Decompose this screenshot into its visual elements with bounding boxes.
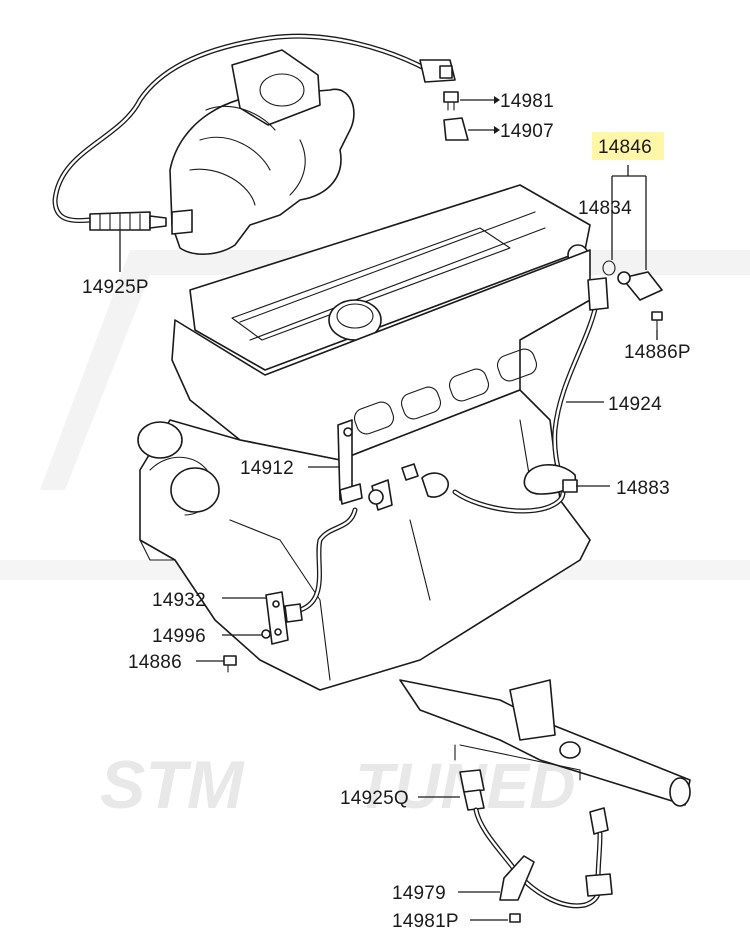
intake-manifold — [169, 49, 355, 255]
cam-sensor-14846 — [602, 260, 663, 331]
label-14932: 14932 — [152, 590, 206, 611]
engine-block — [137, 184, 691, 807]
front-o2-sensor-harness — [52, 33, 456, 231]
label-14924: 14924 — [608, 394, 662, 415]
label-14996: 14996 — [152, 626, 206, 647]
harness-14924 — [421, 277, 609, 514]
label-14981-top: 14981 — [500, 91, 554, 112]
label-14912: 14912 — [240, 458, 294, 479]
watermark-brand: STM — [100, 747, 245, 823]
label-14925Q: 14925Q — [340, 788, 409, 809]
bracket-14907 — [443, 117, 469, 141]
label-14834: 14834 — [578, 198, 632, 219]
exhaust-ports — [353, 348, 538, 435]
rear-o2-sensor-harness — [459, 769, 613, 923]
label-14883: 14883 — [616, 478, 670, 499]
part-labels: 14981 14907 14846 14834 14925P 14886P 14… — [82, 91, 691, 932]
bolt-14981 — [443, 91, 459, 111]
label-14886P: 14886P — [624, 342, 691, 363]
leader-lines — [119, 96, 658, 921]
bracket-14912 — [337, 419, 419, 511]
label-14886: 14886 — [128, 652, 182, 673]
label-14981P: 14981P — [392, 911, 459, 932]
label-14925P: 14925P — [82, 277, 149, 298]
harness-lower — [223, 507, 358, 673]
highlight-14846 — [592, 132, 664, 160]
label-14846: 14846 — [598, 137, 652, 158]
label-14907: 14907 — [500, 121, 554, 142]
label-14979: 14979 — [392, 883, 446, 904]
